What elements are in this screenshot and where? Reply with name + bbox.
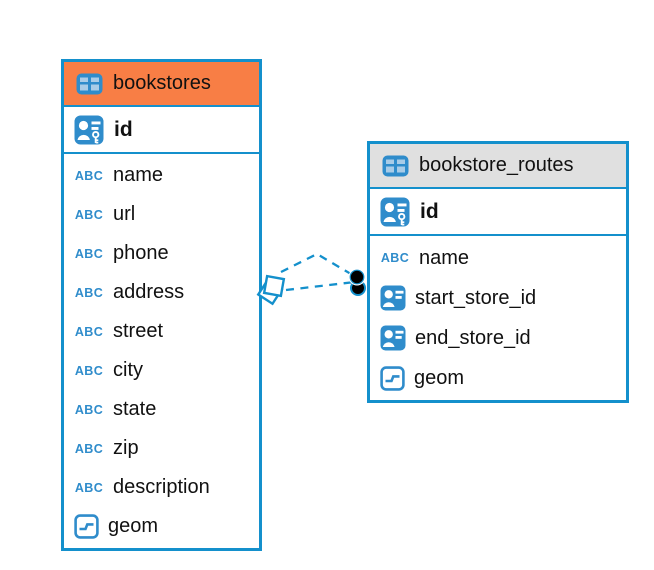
column-row-phone[interactable]: ABC phone [64,234,259,273]
column-name: description [113,476,210,498]
text-type-icon: ABC [74,402,104,417]
geometry-type-icon [380,365,405,391]
text-type-icon: ABC [74,363,104,378]
column-row-city[interactable]: ABC city [64,351,259,390]
dot-markers[interactable] [348,268,366,296]
column-name: state [113,398,157,420]
column-row-start-store-id[interactable]: start_store_id [370,278,626,318]
relationship-lines[interactable] [280,252,357,292]
text-type-icon: ABC [74,441,104,456]
text-type-icon: ABC [74,324,104,339]
column-name: city [113,359,143,381]
text-type-icon: ABC [380,251,410,265]
column-row-zip[interactable]: ABC zip [64,429,259,468]
column-row-address[interactable]: ABC address [64,273,259,312]
diamond-markers[interactable] [256,274,286,306]
column-name: street [113,320,164,342]
column-name: name [419,246,470,269]
diamond-marker-front[interactable] [262,274,286,298]
column-name: start_store_id [415,286,537,309]
table-icon [76,73,103,95]
column-name: zip [113,437,139,459]
relationship-line-end-store[interactable] [285,280,356,292]
text-type-icon: ABC [74,168,104,183]
column-list-routes: ABC name start_store_id end_store_id ge [370,236,626,400]
column-row-name[interactable]: ABC name [64,156,259,195]
dot-marker-top[interactable] [349,269,365,285]
entity-bookstores[interactable]: bookstores id ABC name ABC url ABC phone… [61,59,262,551]
column-row-description[interactable]: ABC description [64,468,259,507]
entity-header-bookstores[interactable]: bookstores [64,62,259,107]
column-name: address [113,281,185,303]
column-row-name[interactable]: ABC name [370,238,626,278]
column-name: end_store_id [415,326,531,349]
text-type-icon: ABC [74,246,104,261]
foreign-key-type-icon [380,285,406,311]
foreign-key-type-icon [380,325,406,351]
entity-title: bookstores [113,72,211,94]
column-name: geom [414,366,465,389]
pk-row-bookstores-id[interactable]: id [64,107,259,154]
entity-bookstore-routes[interactable]: bookstore_routes id ABC name start_store… [367,141,629,403]
column-row-geom[interactable]: geom [64,507,259,546]
column-row-state[interactable]: ABC state [64,390,259,429]
column-name: geom [108,515,159,537]
column-row-street[interactable]: ABC street [64,312,259,351]
entity-header-bookstore-routes[interactable]: bookstore_routes [370,144,626,189]
text-type-icon: ABC [74,207,104,222]
pk-column-name: id [114,117,133,141]
pk-row-routes-id[interactable]: id [370,189,626,236]
column-row-geom[interactable]: geom [370,358,626,398]
column-row-end-store-id[interactable]: end_store_id [370,318,626,358]
relationship-line-start-store[interactable] [280,252,357,278]
text-type-icon: ABC [74,480,104,495]
column-name: phone [113,242,169,264]
text-type-icon: ABC [74,285,104,300]
geometry-type-icon [74,514,99,539]
primary-key-icon [74,115,104,145]
column-row-url[interactable]: ABC url [64,195,259,234]
entity-title: bookstore_routes [419,154,574,176]
table-icon [382,155,409,177]
column-name: name [113,164,164,186]
pk-column-name: id [420,199,439,223]
column-name: url [113,203,136,225]
primary-key-icon [380,197,410,227]
column-list-bookstores: ABC name ABC url ABC phone ABC address A… [64,154,259,548]
